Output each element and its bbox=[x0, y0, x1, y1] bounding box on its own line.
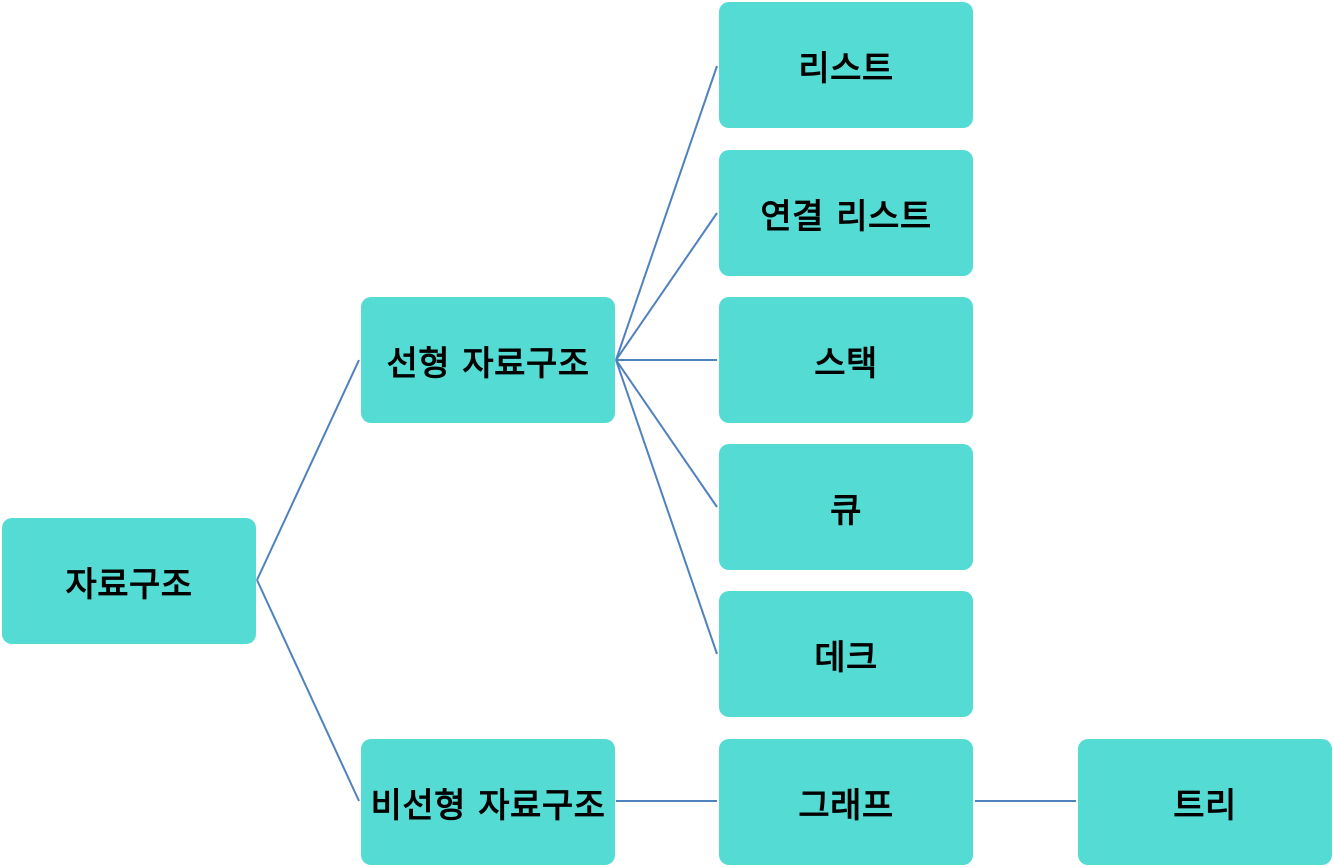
node-data-structure: 자료구조 bbox=[2, 518, 256, 644]
node-list: 리스트 bbox=[719, 2, 973, 128]
node-label: 트리 bbox=[1173, 785, 1237, 826]
connector-linear-list bbox=[615, 65, 718, 361]
node-label: 스택 bbox=[814, 343, 878, 384]
node-label: 리스트 bbox=[798, 48, 894, 89]
node-label: 비선형 자료구조 bbox=[370, 785, 606, 826]
node-label: 큐 bbox=[830, 490, 862, 531]
node-label: 연결 리스트 bbox=[760, 196, 932, 237]
node-graph: 그래프 bbox=[719, 739, 973, 865]
node-stack: 스택 bbox=[719, 297, 973, 423]
node-linear-data-structure: 선형 자료구조 bbox=[361, 297, 615, 423]
node-label: 선형 자료구조 bbox=[386, 343, 590, 384]
node-queue: 큐 bbox=[719, 444, 973, 570]
node-nonlinear-data-structure: 비선형 자료구조 bbox=[361, 739, 615, 865]
node-tree: 트리 bbox=[1078, 739, 1332, 865]
connector-root-linear bbox=[256, 359, 360, 581]
node-deque: 데크 bbox=[719, 591, 973, 717]
connector-root-nonlinear bbox=[256, 579, 360, 802]
node-label: 그래프 bbox=[798, 785, 894, 826]
node-label: 데크 bbox=[814, 637, 878, 678]
connector-linear-deque bbox=[615, 359, 718, 655]
connector-linear-linked-list bbox=[615, 212, 718, 361]
connector-linear-queue bbox=[615, 359, 718, 508]
node-linked-list: 연결 리스트 bbox=[719, 150, 973, 276]
node-label: 자료구조 bbox=[65, 564, 193, 605]
